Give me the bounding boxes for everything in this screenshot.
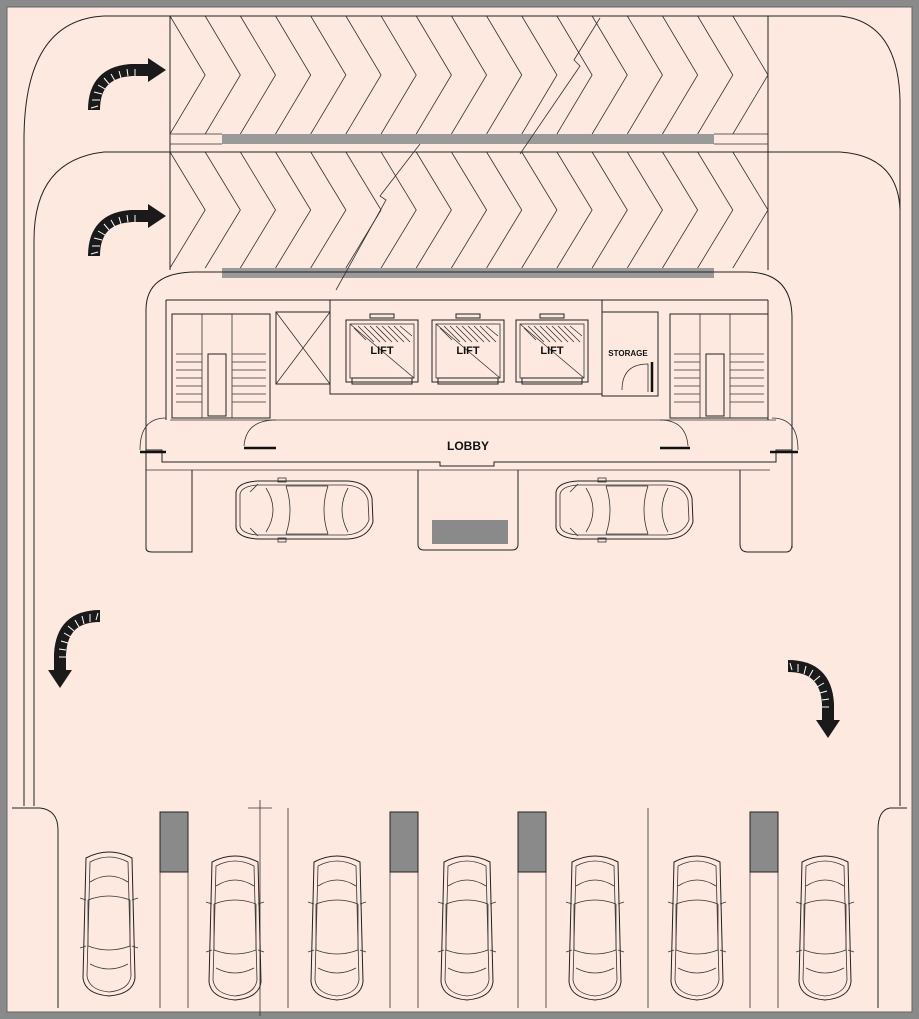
stall-second (275, 151, 312, 269)
lobby-counter (432, 520, 508, 544)
stall-top (697, 15, 734, 135)
stall-top (591, 15, 628, 135)
storage-label: STORAGE (608, 349, 648, 358)
stall-second (697, 151, 734, 269)
stall-second (591, 151, 628, 269)
door-swings (139, 417, 799, 454)
lift-1-label: LIFT (370, 345, 393, 357)
service-core (145, 271, 793, 553)
stall-second (486, 151, 523, 269)
bottom-parking-row (12, 800, 907, 1016)
stall-second (415, 151, 452, 269)
stall-second (662, 151, 699, 269)
stall-second (204, 151, 241, 269)
stall-second (556, 151, 593, 269)
stall-top (626, 15, 663, 135)
stall-top (275, 15, 312, 135)
wall-strip-upper (222, 134, 714, 144)
stall-top (521, 15, 558, 135)
stall-top (240, 15, 276, 135)
lift-2-label: LIFT (456, 345, 479, 357)
stall-top (662, 15, 699, 135)
stall-second (345, 151, 382, 269)
stall-top (204, 15, 241, 135)
annotation-leader (335, 143, 421, 291)
stall-second (451, 151, 488, 269)
angled-parking-stalls (169, 15, 769, 269)
stall-top (415, 15, 452, 135)
lobby-label: LOBBY (447, 439, 489, 453)
stall-second (380, 151, 417, 269)
stall-top (380, 15, 417, 135)
stall-top (556, 15, 593, 135)
wall-strip-lower (222, 268, 714, 278)
stall-second (732, 151, 769, 269)
annotation-leader (519, 17, 601, 155)
stall-second (310, 151, 347, 269)
stall-top (451, 15, 488, 135)
stall-top (486, 15, 523, 135)
stall-second (169, 151, 206, 269)
drive-aisle-lines (23, 15, 901, 806)
stall-top (169, 15, 206, 135)
outer-wall-inner-edge (6, 6, 913, 1013)
lift-3-label: LIFT (540, 345, 563, 357)
stall-second (240, 151, 276, 269)
stall-second (521, 151, 558, 269)
stall-second (626, 151, 663, 269)
stall-top (732, 15, 769, 135)
stall-top (310, 15, 347, 135)
stall-top (345, 15, 382, 135)
storage-room (601, 311, 659, 397)
